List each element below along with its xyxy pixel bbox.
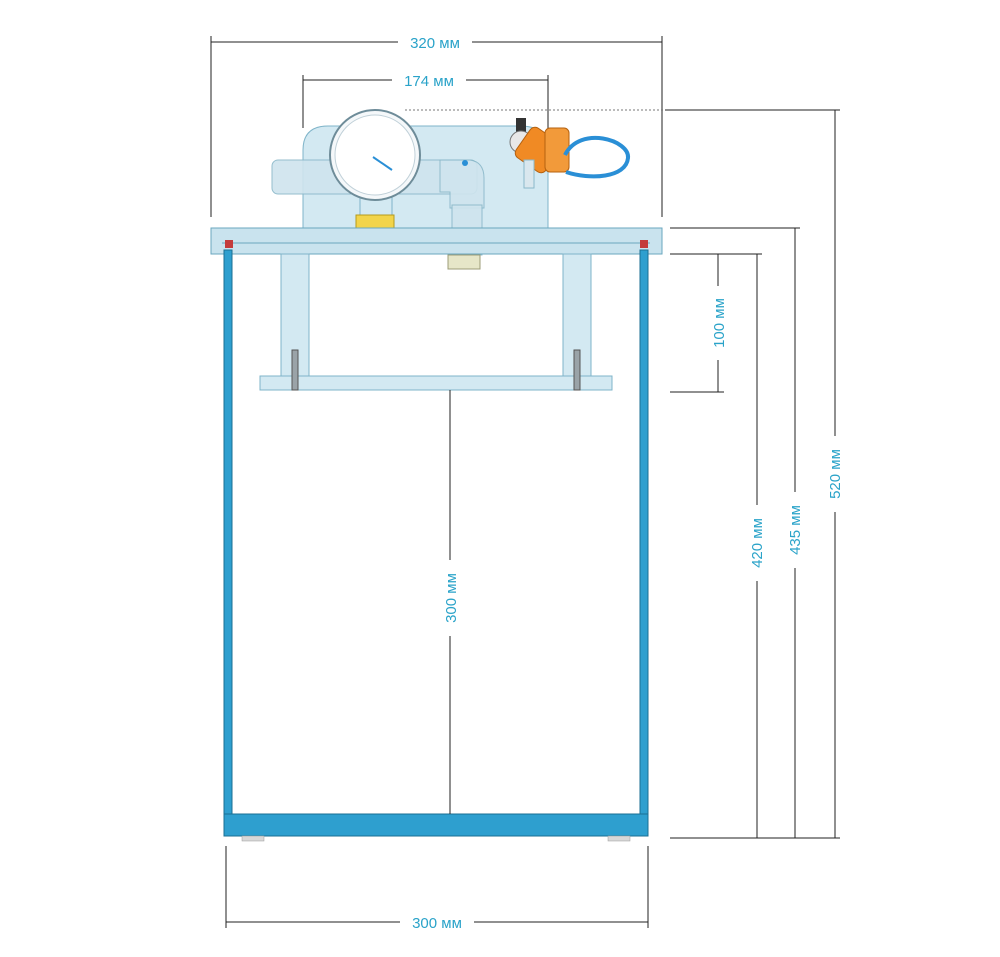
dim-label-total-height: 520 мм xyxy=(827,449,844,499)
vacuum-hose xyxy=(563,136,630,179)
dim-base-width: 300 мм xyxy=(225,846,649,932)
dim-label-shelf-drop: 100 мм xyxy=(711,298,728,348)
gauge-brass-fitting xyxy=(355,214,395,230)
foot-right xyxy=(607,835,631,842)
shelf-plate xyxy=(259,375,613,391)
dim-pump-width: 174 мм xyxy=(302,70,549,128)
dim-inner-height: 420 мм xyxy=(670,253,768,839)
dim-label-overall-width: 320 мм xyxy=(410,35,460,52)
pressure-gauge-icon xyxy=(329,109,421,201)
bottom-fitting xyxy=(447,254,481,270)
lid-seal-left xyxy=(225,240,233,248)
left-wall xyxy=(223,249,233,819)
chamber-base xyxy=(223,813,649,837)
dim-label-shelf-height: 300 мм xyxy=(443,573,460,623)
dim-shelf-drop: 100 мм xyxy=(670,253,730,393)
dim-overall-width: 320 мм xyxy=(210,32,663,217)
shelf-bolt-right xyxy=(573,349,581,391)
right-wall xyxy=(639,249,649,819)
dim-shelf-height: 300 мм xyxy=(440,390,462,814)
ball-valve-icon xyxy=(509,118,570,189)
chamber-walls xyxy=(223,249,649,842)
shelf-bolt-left xyxy=(291,349,299,391)
chamber-lid xyxy=(210,227,663,255)
pipe-fitting-dot xyxy=(462,160,468,166)
dim-lid-height: 435 мм xyxy=(670,227,806,839)
pipe-elbow xyxy=(439,159,485,209)
lid-seal-right xyxy=(640,240,648,248)
dim-label-inner-height: 420 мм xyxy=(749,518,766,568)
dim-label-base-width: 300 мм xyxy=(412,915,462,932)
hanging-shelf xyxy=(259,253,613,391)
foot-left xyxy=(241,835,265,842)
dim-total-height: 520 мм xyxy=(665,109,846,839)
dim-label-lid-height: 435 мм xyxy=(787,505,804,555)
dim-label-pump-width: 174 мм xyxy=(404,73,454,90)
